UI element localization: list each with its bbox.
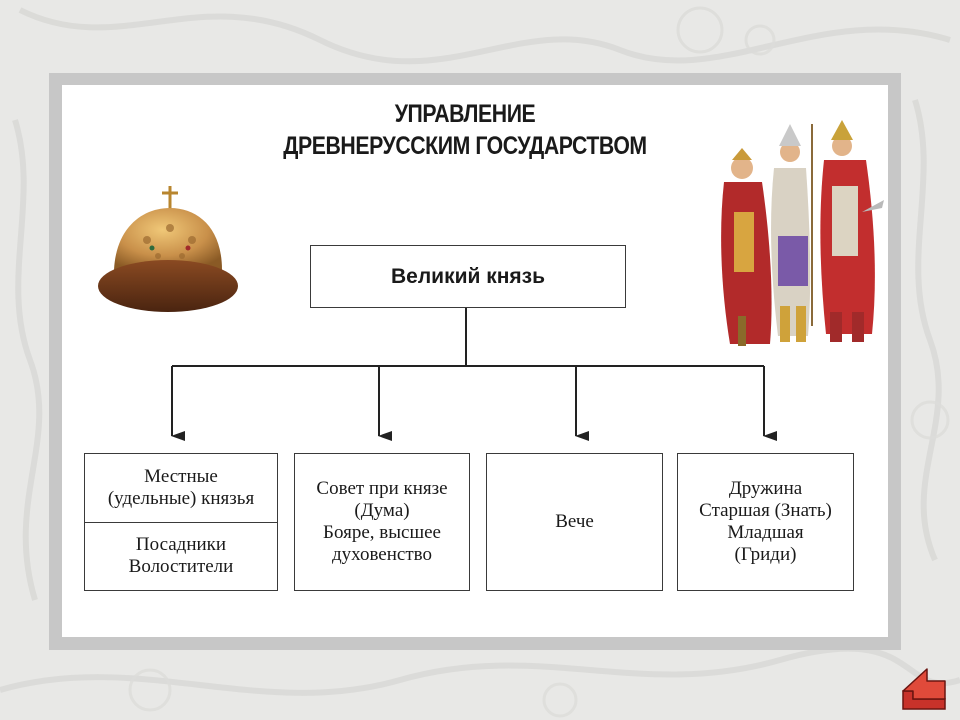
node-text-line: (удельные) князья [107,487,255,509]
node-text-line: Местные [144,465,218,487]
node-text-line: Волостители [128,556,234,578]
node-text-line: (Гриди) [734,544,797,565]
node-text-line: Младшая [727,522,804,543]
node-local-princes: Местные (удельные) князья Посадники Воло… [84,453,278,591]
node-grand-prince-label: Великий князь [390,264,546,288]
node-veche: Вече [486,453,663,591]
node-text-line: Совет при князе [316,478,448,499]
node-text-line: Дружина [728,478,803,499]
node-text-line: Старшая (Знать) [699,500,832,521]
node-local-princes-bottom: Посадники Волостители [85,521,277,591]
node-text-line: Бояре, высшее [323,522,441,543]
node-text-line: Вече [555,511,594,532]
node-druzhina: Дружина Старшая (Знать) Младшая (Гриди) [677,453,854,591]
node-text-line: духовенство [332,544,432,565]
title-line-2: ДРЕВНЕРУССКИМ ГОСУДАРСТВОМ [283,132,647,160]
node-text-line: Посадники [135,534,227,556]
return-arrow-icon[interactable] [899,661,951,713]
node-prince-council: Совет при князе (Дума) Бояре, высшее дух… [294,453,470,591]
node-local-princes-top: Местные (удельные) князья [85,454,277,522]
prince-and-warriors-illustration [721,120,884,346]
node-text-line: (Дума) [354,500,410,521]
node-grand-prince: Великий князь [310,245,626,308]
title-line-1: УПРАВЛЕНИЕ [394,100,536,128]
cap-of-monomakh-icon [98,186,238,312]
